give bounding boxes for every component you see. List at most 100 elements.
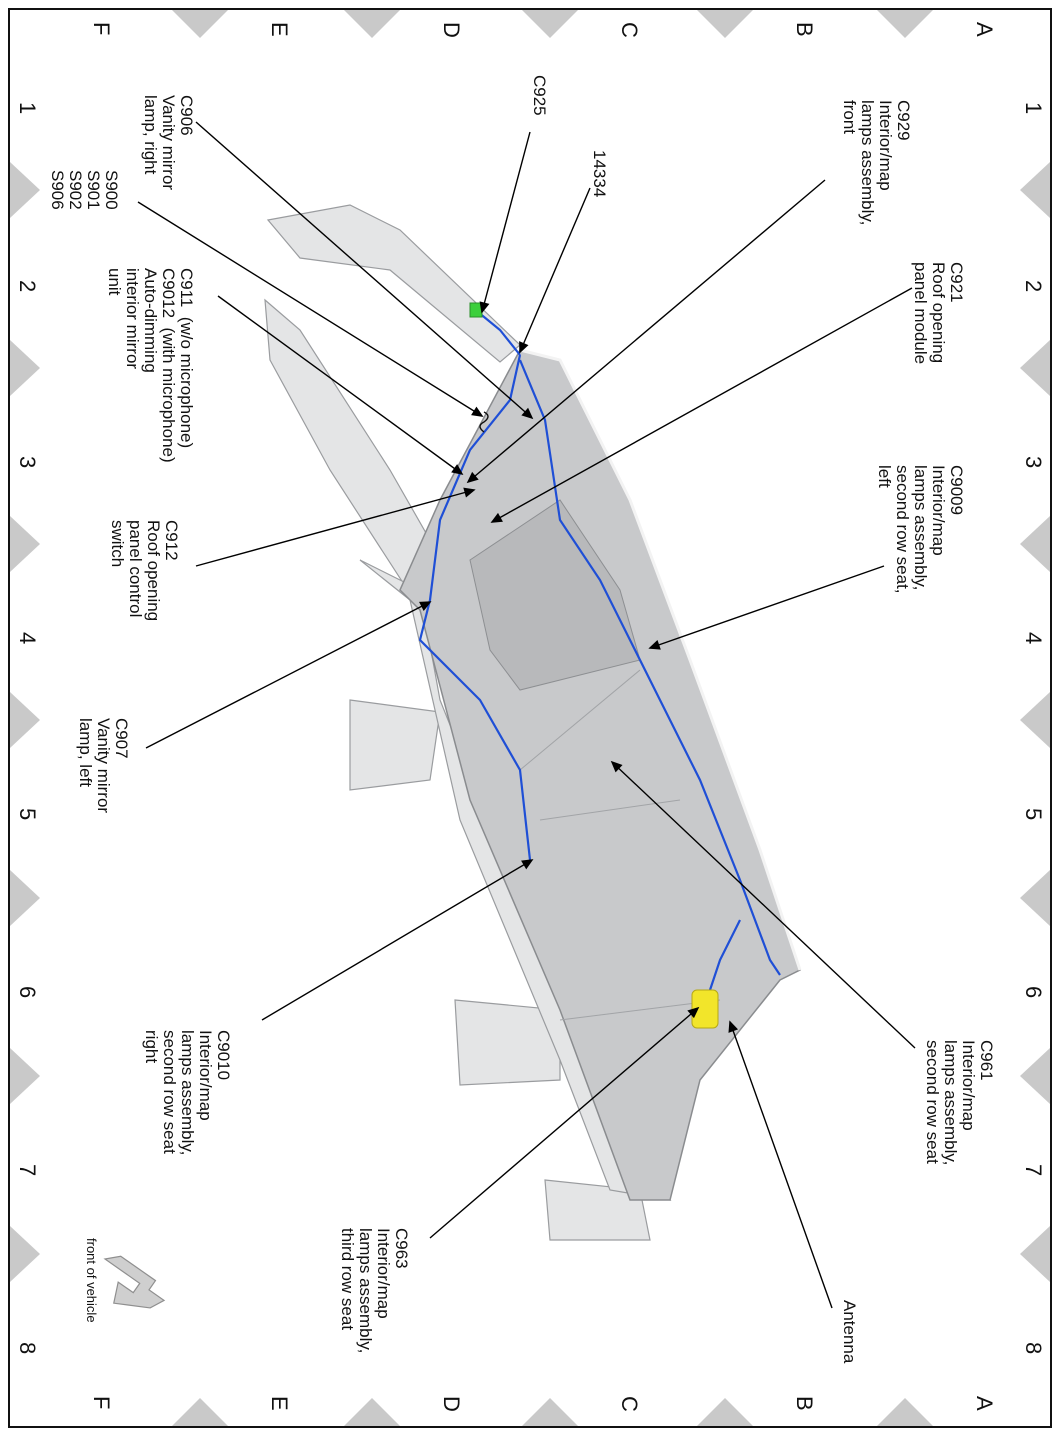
leader-c9009 <box>649 565 885 649</box>
grid-row-B-bottom: B <box>792 1396 817 1411</box>
zone-marker-bottom-0 <box>877 1398 933 1426</box>
leader-s900-arrowhead <box>471 406 484 417</box>
leader-s900 <box>137 201 483 417</box>
zone-marker-bottom-3 <box>344 1398 400 1426</box>
leader-c911-arrowhead <box>451 464 464 476</box>
grid-col-6-left: 6 <box>15 986 40 999</box>
grid-col-8-right: 8 <box>1021 1342 1046 1355</box>
front-of-vehicle-arrow <box>103 1255 166 1309</box>
zone-marker-left-2 <box>10 516 40 572</box>
leader-c925-arrowhead <box>479 301 490 314</box>
zone-marker-top-1 <box>697 10 753 38</box>
leader-lines <box>137 121 916 1309</box>
zone-marker-right-6 <box>1020 1226 1050 1282</box>
zone-marker-right-1 <box>1020 340 1050 396</box>
label-c906: C906 Vanity mirror lamp, right <box>141 95 196 191</box>
front-of-vehicle-label: front of vehicle <box>84 1238 99 1323</box>
grid-col-4-left: 4 <box>15 632 40 645</box>
grid-row-F-top: F <box>89 22 114 36</box>
leader-c963 <box>429 1007 699 1239</box>
leader-c912 <box>195 489 475 567</box>
diagram-frame <box>8 8 1052 1428</box>
zone-marker-top-3 <box>344 10 400 38</box>
grid-row-B-top: B <box>792 22 817 37</box>
label-antenna: Antenna <box>840 1300 859 1364</box>
grid-col-7-right: 7 <box>1021 1164 1046 1177</box>
grid-row-E-bottom: E <box>267 1396 292 1411</box>
leader-c9009-arrowhead <box>648 640 661 650</box>
label-c9010: C9010 Interior/map lamps assembly, secon… <box>142 1030 233 1156</box>
leader-c921-arrowhead <box>490 512 503 523</box>
label-s900-s906: S900 S901 S902 S906 <box>48 170 121 210</box>
leader-c907-arrowhead <box>419 601 432 611</box>
zone-marker-top-4 <box>172 10 228 38</box>
wiring-harness <box>418 311 781 991</box>
grid-col-3-right: 3 <box>1021 456 1046 469</box>
label-h14334: 14334 <box>590 150 609 198</box>
zone-marker-right-3 <box>1020 692 1050 748</box>
harness-front-branch <box>477 311 521 356</box>
leader-c911 <box>217 295 463 475</box>
leader-c961 <box>611 761 916 1049</box>
grid-row-E-top: E <box>267 22 292 37</box>
front-pillar <box>266 204 521 363</box>
zone-marker-left-4 <box>10 870 40 926</box>
label-c912: C912 Roof opening panel control switch <box>108 520 181 622</box>
harness-right-run <box>518 359 781 976</box>
label-c9009: C9009 Interior/map lamps assembly, secon… <box>875 465 966 594</box>
roof-edge-highlight <box>519 348 802 971</box>
zone-marker-top-0 <box>877 10 933 38</box>
grid-row-C-top: C <box>617 22 642 38</box>
label-c963: C963 Interior/map lamps assembly, third … <box>338 1228 411 1354</box>
zone-marker-top-2 <box>522 10 578 38</box>
grid-row-F-bottom: F <box>89 1396 114 1410</box>
zone-marker-left-6 <box>10 1226 40 1282</box>
grid-col-1-left: 1 <box>15 102 40 115</box>
grid-col-4-right: 4 <box>1021 632 1046 645</box>
roof-panel <box>399 348 802 1201</box>
b-pillar <box>349 699 441 791</box>
grid-col-8-left: 8 <box>15 1342 40 1355</box>
zone-marker-left-5 <box>10 1048 40 1104</box>
grid-col-3-left: 3 <box>15 456 40 469</box>
leader-c929-arrowhead <box>466 471 479 484</box>
grid-row-A-bottom: A <box>972 1396 997 1411</box>
leader-c963-arrowhead <box>687 1006 700 1019</box>
connector-c963 <box>691 989 719 1029</box>
leader-c907 <box>145 601 431 749</box>
grid-row-D-top: D <box>439 22 464 38</box>
leader-c929 <box>467 179 826 483</box>
leader-c906-arrowhead <box>521 407 534 420</box>
label-c925: C925 <box>530 75 549 116</box>
grid-col-5-right: 5 <box>1021 808 1046 821</box>
zone-marker-right-4 <box>1020 870 1050 926</box>
grid-col-5-left: 5 <box>15 808 40 821</box>
zone-marker-right-2 <box>1020 516 1050 572</box>
grid-row-C-bottom: C <box>617 1396 642 1412</box>
grid-col-1-right: 1 <box>1021 102 1046 115</box>
grid-col-2-right: 2 <box>1021 280 1046 293</box>
grid-col-6-right: 6 <box>1021 986 1046 999</box>
leader-c906 <box>195 121 533 419</box>
label-c921: C921 Roof opening panel module <box>911 262 966 365</box>
leader-c921 <box>491 287 913 523</box>
zone-markers <box>10 10 1050 1426</box>
leader-antenna <box>729 1021 833 1309</box>
zone-marker-right-5 <box>1020 1048 1050 1104</box>
zone-marker-bottom-2 <box>522 1398 578 1426</box>
grid-col-2-left: 2 <box>15 280 40 293</box>
leader-c9010-arrowhead <box>521 859 534 870</box>
leader-h14334-arrowhead <box>519 341 529 354</box>
c-pillar <box>454 999 561 1086</box>
label-c929: C929 Interior/map lamps assembly, front <box>840 100 913 226</box>
leader-c9010 <box>261 859 533 1021</box>
leader-antenna-arrowhead <box>728 1020 739 1033</box>
label-c907: C907 Vanity mirror lamp, left <box>76 718 131 814</box>
leader-c961-arrowhead <box>610 760 623 773</box>
grid-row-D-bottom: D <box>439 1396 464 1412</box>
harness-main <box>418 354 532 861</box>
grid-col-7-left: 7 <box>15 1164 40 1177</box>
grid-row-A-top: A <box>972 22 997 37</box>
